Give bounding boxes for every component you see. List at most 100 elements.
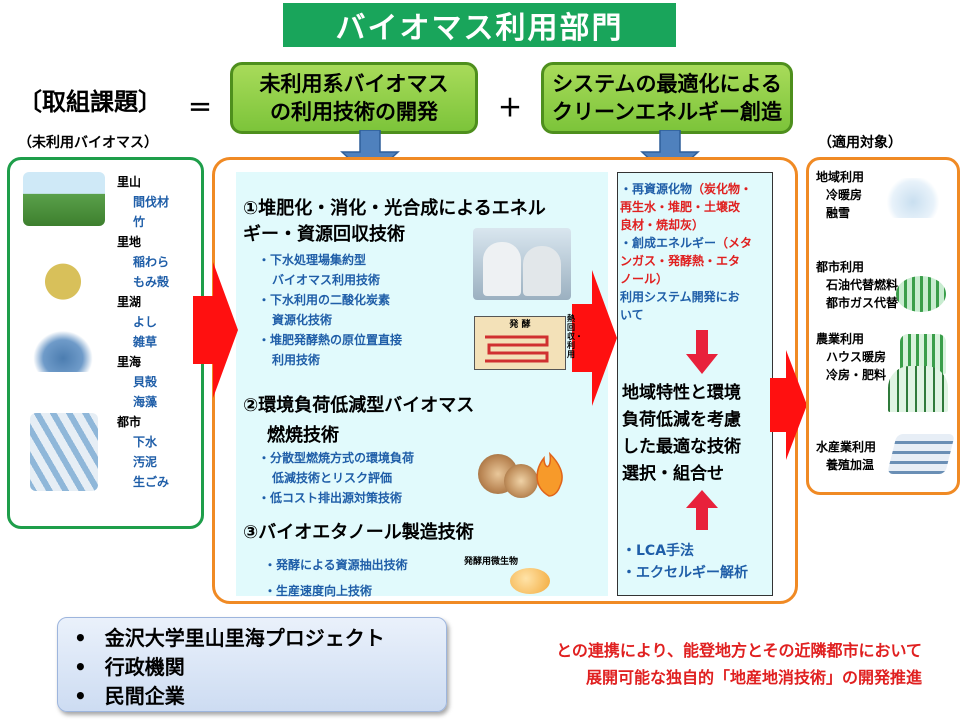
- diagram-label: 発 酵: [509, 320, 531, 330]
- system-column: [617, 172, 773, 596]
- bullet-line: ・分散型燃焼方式の環境負荷: [258, 451, 415, 465]
- greenhouse-image: [888, 366, 948, 412]
- bullet-line: ・発酵による資源抽出技術: [264, 558, 408, 572]
- closing-line: 展開可能な独自的「地産地消技術」の開発推進: [585, 668, 922, 687]
- tech3-bullets: ・発酵による資源抽出技術 ・生産速度向上技術: [264, 552, 408, 604]
- goal-box-line: システムの最適化による: [552, 72, 782, 96]
- goal-box-unused-biomass: 未利用系バイオマスの利用技術の開発: [230, 62, 478, 134]
- group-item: よし: [133, 315, 158, 329]
- bullet-line: ・下水利用の二酸化炭素: [258, 293, 391, 307]
- group-name: 水産業利用: [816, 440, 877, 454]
- text-segment: （メタ: [716, 236, 753, 250]
- tech2-bullets: ・分散型燃焼方式の環境負荷 低減技術とリスク評価 ・低コスト排出源対策技術: [258, 448, 414, 508]
- text-segment: ンガス・発酵熱・エタ: [620, 254, 741, 268]
- bullet-line: 低減技術とリスク評価: [272, 471, 393, 485]
- partner-item: 民間企業: [74, 682, 446, 711]
- tech1-bullets: ・下水処理場集約型 バイオマス利用技術 ・下水利用の二酸化炭素 資源化技術 ・堆…: [258, 250, 402, 370]
- goal-box-line: クリーンエネルギー創造: [552, 100, 782, 124]
- right-panel-caption: （適用対象）: [818, 135, 902, 151]
- goal-box-line: の利用技術の開発: [270, 100, 438, 124]
- group-name: 里湖: [117, 295, 142, 309]
- down-arrow-red-icon: [686, 330, 718, 374]
- gas-tank-image: [896, 276, 946, 312]
- group-item: 冷暖房: [826, 188, 863, 202]
- tech3-heading: ③バイオエタノール製造技術: [243, 522, 474, 543]
- heading-line: ギー・資源回収技術: [243, 224, 405, 245]
- text-segment: 利用システム開発にお: [620, 290, 740, 304]
- group-name: 農業利用: [816, 332, 865, 346]
- heading-line: 燃焼技術: [267, 425, 339, 446]
- text-segment: いて: [620, 308, 644, 322]
- microbe-label: 発酵用微生物: [464, 557, 519, 567]
- bullet-line: 利用技術: [272, 353, 321, 367]
- group-name: 都市利用: [816, 260, 865, 274]
- method-item: ・LCA手法: [622, 543, 695, 559]
- goal-box-system-optimization: システムの最適化によるクリーンエネルギー創造: [541, 62, 793, 134]
- goal-box-line: 未利用系バイオマス: [259, 72, 449, 96]
- group-item: 竹: [133, 215, 146, 229]
- group-item: 養殖加温: [826, 458, 875, 472]
- group-item: ハウス暖房: [826, 350, 887, 364]
- closing-line: との連携により、能登地方とその近隣都市において: [556, 641, 922, 660]
- methods-list: ・LCA手法 ・エクセルギー解析: [622, 540, 748, 584]
- method-item: ・エクセルギー解析: [622, 565, 748, 581]
- city-map-image: [30, 413, 98, 491]
- bullet-line: ・生産速度向上技術: [264, 584, 373, 598]
- group-name: 里海: [117, 355, 142, 369]
- fish-farm-image: [887, 434, 955, 474]
- equals-sign: ＝: [188, 94, 212, 122]
- closing-statement: との連携により、能登地方とその近隣都市において 展開可能な独自的「地産地消技術」…: [466, 637, 922, 691]
- compost-heat-diagram: 発 酵: [474, 316, 566, 370]
- group-name: 里地: [117, 235, 142, 249]
- text-segment: 再生水・堆肥・土壌改: [620, 200, 741, 214]
- text-segment: ・再資源化物: [620, 182, 693, 196]
- diagram-side-label: 熱回収・利用: [567, 314, 583, 359]
- bullet-line: バイオマス利用技術: [272, 273, 381, 287]
- group-name: 都市: [117, 415, 142, 429]
- group-item: 海藻: [133, 395, 158, 409]
- group-item: 冷房・肥料: [826, 368, 887, 382]
- plus-sign: ＋: [498, 94, 522, 122]
- right-arrow-icon: [770, 350, 807, 460]
- group-item: もみ殻: [133, 275, 170, 289]
- tech2-heading: ②環境負荷低減型バイオマス 燃焼技術: [243, 391, 474, 451]
- text-segment: ノール）: [620, 272, 669, 286]
- conclusion-line: 地域特性と環境: [622, 383, 741, 403]
- heading-line: ①堆肥化・消化・光合成によるエネル: [243, 198, 546, 219]
- group-item: 汚泥: [133, 455, 158, 469]
- group-item: 稲わら: [133, 255, 170, 269]
- left-panel-caption: （未利用バイオマス）: [18, 135, 158, 151]
- bullet-line: ・下水処理場集約型: [258, 253, 367, 267]
- group-item: 生ごみ: [133, 475, 170, 489]
- rice-straw-image: [25, 248, 101, 304]
- group-name: 地域利用: [816, 170, 865, 184]
- application-list: 地域利用 冷暖房 融雪 都市利用 石油代替燃料 都市ガス代替 農業利用 ハウス暖…: [816, 168, 898, 474]
- conclusion-text: 地域特性と環境 負荷低減を考慮 した最適な技術 選択・組合せ: [622, 380, 741, 488]
- group-item: 石油代替燃料: [826, 278, 899, 292]
- group-item: 貝殻: [133, 375, 158, 389]
- lake-image: [28, 326, 98, 372]
- partner-item: 金沢大学里山里海プロジェクト: [74, 624, 446, 653]
- satoyama-image: [23, 172, 105, 226]
- issue-label: 〔取組課題〕: [18, 88, 162, 116]
- bullet-line: ・堆肥発酵熱の原位置直接: [258, 333, 403, 347]
- partners-box: 金沢大学里山里海プロジェクト 行政機関 民間企業: [57, 617, 447, 712]
- text-segment: （炭化物・: [692, 182, 753, 196]
- group-item: 雑草: [133, 335, 158, 349]
- firewood-flame-image: [478, 440, 568, 498]
- group-item: 下水: [133, 435, 158, 449]
- heading-line: ②環境負荷低減型バイオマス: [243, 395, 475, 416]
- bullet-line: ・低コスト排出源対策技術: [258, 491, 403, 505]
- partner-item: 行政機関: [74, 653, 446, 682]
- conclusion-line: 負荷低減を考慮: [622, 410, 741, 430]
- group-item: 間伐材: [133, 195, 170, 209]
- digester-tank-image: [473, 228, 571, 300]
- right-arrow-icon: [572, 270, 617, 406]
- microbe-image: [510, 568, 550, 594]
- system-column-text: ・再資源化物（炭化物・ 再生水・堆肥・土壌改 良材・焼却灰） ・創成エネルギー（…: [620, 180, 752, 324]
- group-name: 里山: [117, 175, 142, 189]
- group-item: 都市ガス代替: [826, 296, 899, 310]
- text-segment: 良材・焼却灰）: [620, 218, 705, 232]
- tech1-heading: ①堆肥化・消化・光合成によるエネル ギー・資源回収技術: [243, 196, 546, 248]
- group-item: 融雪: [826, 206, 851, 220]
